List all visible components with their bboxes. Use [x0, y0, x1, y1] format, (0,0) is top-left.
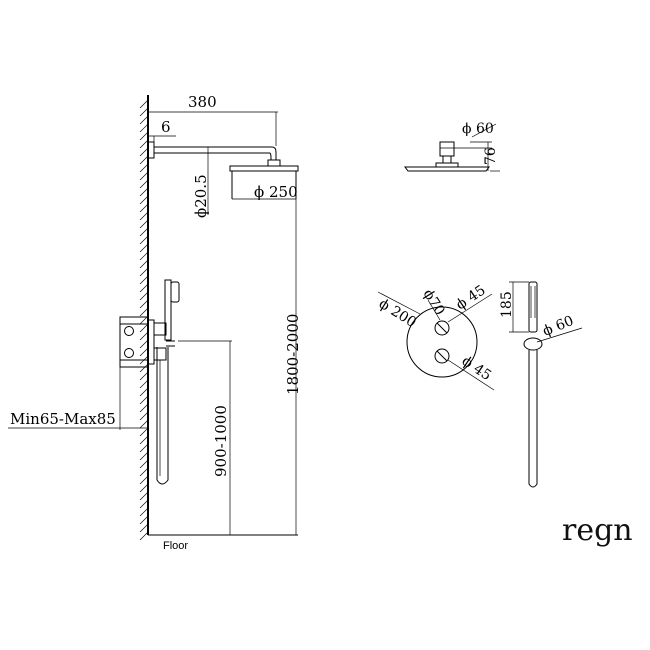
- hatch-line: [139, 395, 149, 405]
- hatch-line: [139, 123, 149, 133]
- hatch-line: [139, 107, 149, 117]
- dim-arm-diameter: ϕ20.5: [192, 147, 210, 218]
- hatch-line: [139, 363, 149, 373]
- hatch-line: [139, 403, 149, 413]
- hatch-line: [139, 467, 149, 477]
- top-knob-diameter-label: ϕ 45: [453, 282, 488, 313]
- hatch-line: [139, 443, 149, 453]
- hand-shower-view: 185 ϕ 60: [499, 281, 583, 488]
- wall: [139, 95, 149, 541]
- hatch-line: [139, 275, 149, 285]
- hatch-line: [139, 235, 149, 245]
- hatch-line: [139, 531, 149, 541]
- hatch-line: [139, 491, 149, 501]
- hatch-line: [139, 331, 149, 341]
- dim-wall-depth: Min65-Max85: [8, 367, 148, 430]
- hatch-line: [139, 219, 149, 229]
- flange-diameter-label: ϕ 60: [462, 121, 494, 137]
- hatch-line: [139, 203, 149, 213]
- hand-shower-rail: [156, 279, 180, 485]
- arm-length-label: 380: [188, 93, 217, 111]
- shower-arm: [147, 141, 281, 167]
- head-diameter-label: ϕ 250: [254, 183, 298, 201]
- hatch-line: [139, 435, 149, 445]
- floor-line: Floor: [148, 534, 298, 552]
- hatch-line: [139, 99, 149, 109]
- hatch-line: [139, 171, 149, 181]
- hatch-line: [139, 371, 149, 381]
- hatch-line: [139, 211, 149, 221]
- hatch-line: [139, 147, 149, 157]
- hatch-line: [139, 267, 149, 277]
- hatch-line: [139, 307, 149, 317]
- hatch-line: [139, 507, 149, 517]
- overhead-shower-head: [229, 165, 299, 199]
- valve-height-label: 900-1000: [212, 405, 230, 477]
- hatch-line: [139, 291, 149, 301]
- hatch-line: [139, 323, 149, 333]
- knob-spacing-label: ϕ70: [420, 287, 448, 319]
- hatch-line: [139, 283, 149, 293]
- dim-arm-length: 380: [148, 93, 278, 146]
- hatch-line: [139, 115, 149, 125]
- hatch-line: [139, 251, 149, 261]
- hatch-line: [139, 339, 149, 349]
- hatch-line: [139, 499, 149, 509]
- hatch-line: [139, 187, 149, 197]
- arm-diameter-label: ϕ20.5: [192, 174, 210, 218]
- bottom-knob-diameter-label: ϕ 45: [459, 353, 494, 384]
- dim-wall-offset: 6: [148, 118, 176, 146]
- hatch-line: [139, 195, 149, 205]
- overhead-height-label: 1800-2000: [284, 314, 302, 395]
- hatch-line: [139, 299, 149, 309]
- hatch-line: [139, 387, 149, 397]
- hatch-line: [139, 259, 149, 269]
- flange-height-label: 76: [483, 147, 499, 165]
- thermostatic-valve-body: [119, 316, 175, 368]
- dim-valve-height: 900-1000: [178, 340, 232, 535]
- plate-diameter-label: ϕ 200: [376, 296, 419, 331]
- hatch-line: [139, 131, 149, 141]
- hatch-line: [139, 227, 149, 237]
- wall-hatching: [139, 99, 149, 541]
- hatch-line: [139, 451, 149, 461]
- hatch-line: [139, 523, 149, 533]
- hatch-line: [139, 475, 149, 485]
- hatch-line: [139, 515, 149, 525]
- head-detail-view: ϕ 60 76: [404, 121, 500, 172]
- brand-logo: regn: [562, 513, 633, 548]
- hatch-line: [139, 411, 149, 421]
- hatch-line: [139, 139, 149, 149]
- hatch-line: [139, 243, 149, 253]
- valve-front-view: ϕ 200 ϕ70 ϕ 45 ϕ 45: [376, 282, 495, 391]
- hatch-line: [139, 419, 149, 429]
- hatch-line: [139, 379, 149, 389]
- hatch-line: [139, 155, 149, 165]
- floor-label: Floor: [163, 540, 188, 552]
- hatch-line: [139, 347, 149, 357]
- hatch-line: [139, 179, 149, 189]
- holder-height-label: 185: [499, 291, 515, 318]
- wall-depth-label: Min65-Max85: [10, 410, 116, 428]
- dim-head-diameter: ϕ 250: [232, 183, 298, 201]
- dim-overhead-height: 1800-2000: [284, 199, 302, 535]
- hatch-line: [139, 483, 149, 493]
- hatch-line: [139, 163, 149, 173]
- hatch-line: [139, 427, 149, 437]
- side-view: 380 6 ϕ20.5 ϕ 250: [8, 93, 302, 552]
- wall-offset-label: 6: [161, 118, 171, 136]
- hatch-line: [139, 459, 149, 469]
